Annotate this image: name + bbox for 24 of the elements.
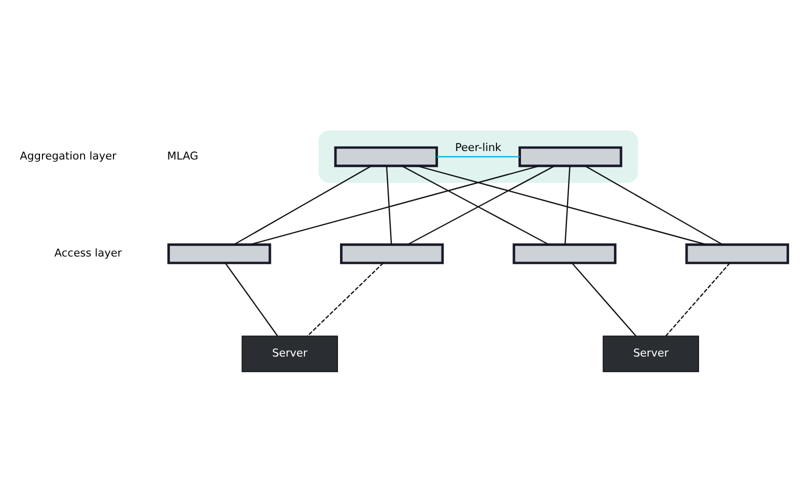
connector: [234, 165, 372, 246]
connector: [436, 156, 520, 158]
connector: [584, 165, 723, 246]
connector: [666, 262, 730, 336]
edge-label: Peer-link: [455, 141, 502, 154]
node-box: [167, 243, 272, 264]
connector: [224, 262, 278, 336]
connector: [386, 166, 392, 245]
node-box: Server: [602, 336, 700, 372]
connector: [571, 262, 636, 336]
label: Access layer: [54, 246, 122, 260]
connector: [416, 165, 707, 246]
node-box: [334, 146, 438, 168]
connector: [250, 165, 540, 246]
label: MLAG: [167, 150, 198, 163]
connector: [564, 166, 570, 245]
cluster: [318, 130, 638, 183]
node-box: [512, 243, 616, 264]
node-box: [340, 243, 444, 264]
label: Aggregation layer: [20, 150, 116, 163]
node-box: Server: [242, 336, 338, 372]
node-box: [518, 146, 622, 168]
connector: [307, 262, 384, 336]
node-box: [685, 243, 790, 264]
